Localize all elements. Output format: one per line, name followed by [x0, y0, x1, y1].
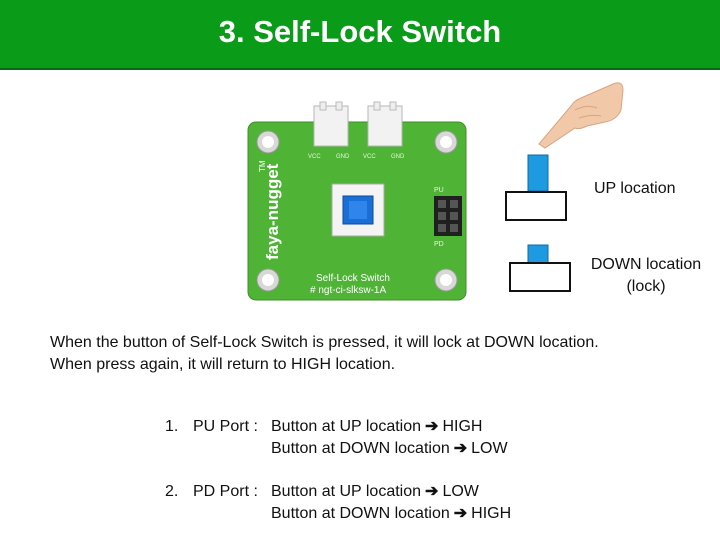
- arrow-right-icon: ➔: [453, 440, 468, 457]
- description: When the button of Self-Lock Switch is p…: [50, 332, 710, 376]
- list-number: 1.: [165, 418, 179, 435]
- up-button-diagram: [505, 154, 567, 221]
- self-lock-switch: [331, 183, 385, 237]
- port-name: PD Port :: [193, 483, 258, 500]
- down-text: Button at DOWN location: [271, 505, 450, 522]
- description-line-1: When the button of Self-Lock Switch is p…: [50, 334, 599, 351]
- connectors: [313, 101, 403, 147]
- pin-label-pd: PD: [434, 241, 444, 248]
- description-line-2: When press again, it will return to HIGH…: [50, 356, 396, 373]
- up-location-label: UP location: [594, 180, 676, 197]
- list-number: 2.: [165, 483, 179, 500]
- up-text: Button at UP location: [271, 483, 422, 500]
- down-text: Button at DOWN location: [271, 440, 450, 457]
- button-position-diagram: [500, 150, 590, 300]
- up-value: HIGH: [442, 418, 483, 435]
- port-item-pu: 1. PU Port : Button at UP location ➔ HIG…: [165, 416, 508, 460]
- board-trademark: TM: [258, 160, 267, 172]
- port-item-pd: 2. PD Port : Button at UP location ➔ LOW…: [165, 481, 511, 525]
- down-value: LOW: [471, 440, 508, 457]
- title-bar: 3. Self-Lock Switch: [0, 0, 720, 70]
- page-title: 3. Self-Lock Switch: [218, 14, 502, 49]
- pin-label-pu: PU: [434, 187, 444, 194]
- down-location-label-line1: DOWN location: [590, 256, 702, 273]
- connector-label-4: GND: [391, 154, 405, 160]
- arrow-right-icon: ➔: [425, 483, 439, 500]
- mounting-holes: [256, 130, 458, 292]
- arrow-right-icon: ➔: [453, 505, 468, 522]
- arrow-right-icon: ➔: [425, 418, 439, 435]
- port-name: PU Port :: [193, 418, 258, 435]
- connector-label-2: GND: [336, 154, 350, 160]
- down-location-label-line2: (lock): [626, 278, 666, 295]
- down-button-diagram: [509, 244, 571, 292]
- up-text: Button at UP location: [271, 418, 422, 435]
- down-location-label: DOWN location (lock): [582, 254, 710, 298]
- down-value: HIGH: [471, 505, 512, 522]
- up-value: LOW: [442, 483, 479, 500]
- module-board-image: VCC GND VCC GND faya-nugget TM PU PD Sel…: [246, 100, 468, 302]
- pin-header: [434, 196, 462, 236]
- connector-label-1: VCC: [308, 154, 321, 160]
- board-logo: faya-nugget: [263, 163, 282, 260]
- pointing-finger-icon: [535, 70, 625, 150]
- board-label-name: Self-Lock Switch: [316, 273, 390, 284]
- board-label-part: # ngt-ci-slksw-1A: [310, 285, 386, 296]
- board-svg: VCC GND VCC GND faya-nugget TM PU PD Sel…: [247, 101, 467, 301]
- connector-label-3: VCC: [363, 154, 376, 160]
